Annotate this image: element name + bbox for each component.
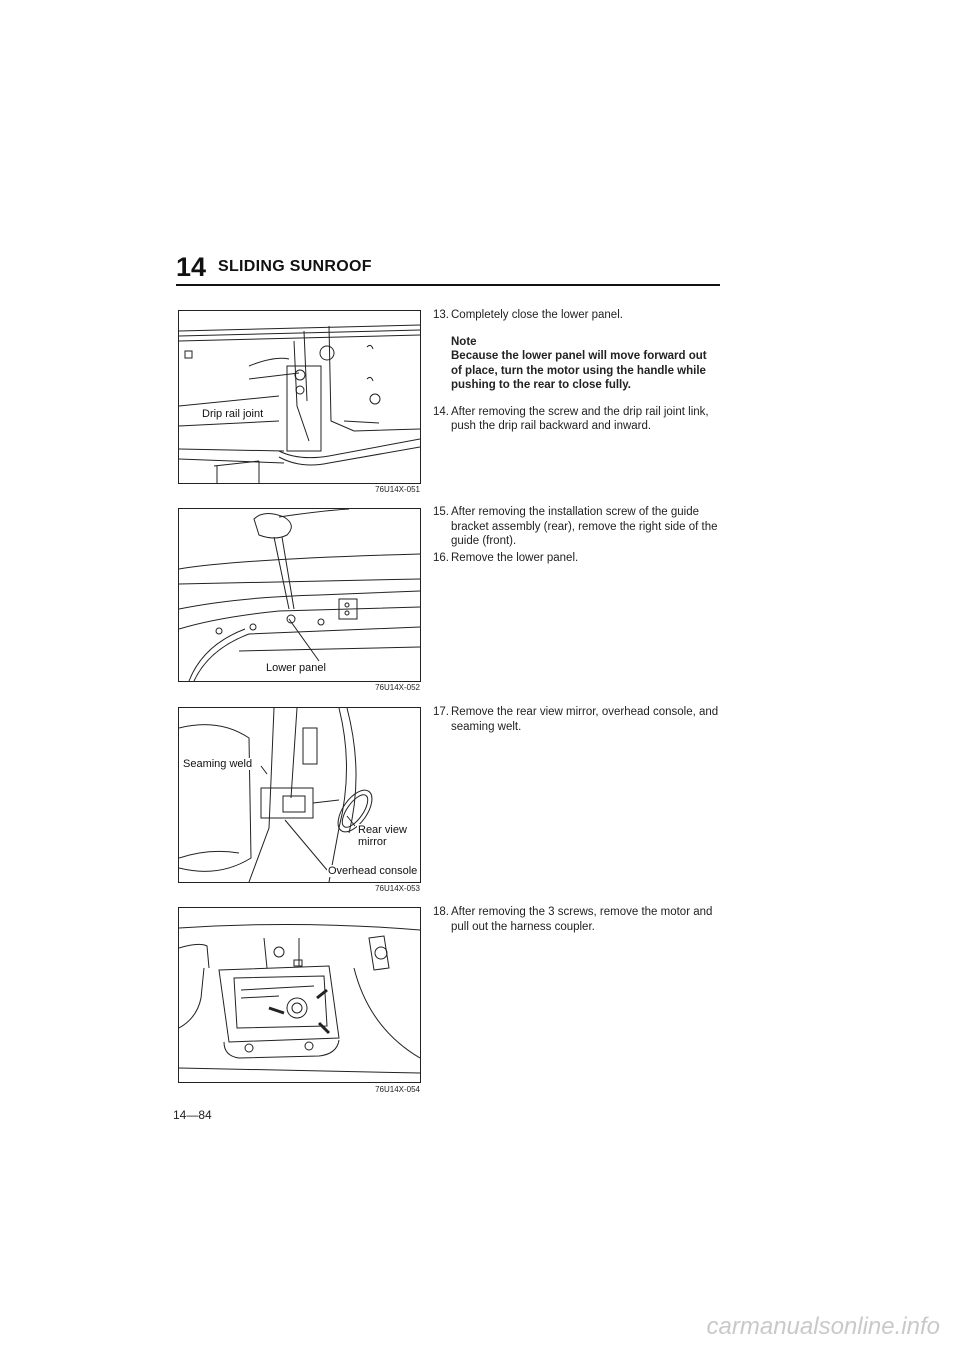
figure-mirror-console: Seaming weld Rear view mirror Overhead c…: [178, 707, 421, 883]
step-14: 14. After removing the screw and the dri…: [433, 405, 709, 433]
label-rear-view-mirror: Rear view mirror: [357, 824, 408, 848]
note-text: Because the lower panel will move forwar…: [451, 350, 707, 391]
figure-code: 76U14X-053: [375, 884, 420, 893]
figure-code: 76U14X-051: [375, 485, 420, 494]
label-overhead-console: Overhead console: [327, 865, 419, 877]
steps-block-1: 13. Completely close the lower panel. No…: [433, 308, 720, 444]
note-title: Note: [451, 335, 477, 348]
steps-block-3: 17. Remove the rear view mirror, overhea…: [433, 705, 720, 744]
header-rule: [176, 284, 720, 286]
figure-motor: [178, 907, 421, 1083]
step-16: 16. Remove the lower panel.: [433, 551, 579, 564]
step-17: 17. Remove the rear view mirror, overhea…: [433, 706, 719, 733]
step-15: 15. After removing the installation scre…: [433, 506, 718, 547]
section-title: SLIDING SUNROOF: [218, 258, 372, 275]
section-number: 14: [176, 252, 207, 282]
page-header: 14 SLIDING SUNROOF: [176, 252, 720, 288]
step-18: 18. After removing the 3 screws, remove …: [433, 906, 713, 933]
figure-lower-panel: Lower panel: [178, 508, 421, 682]
page-number: 14—84: [173, 1108, 212, 1122]
lower-panel-illustration: [179, 509, 420, 681]
label-drip-rail-joint: Drip rail joint: [201, 408, 265, 420]
label-lower-panel: Lower panel: [265, 662, 327, 674]
drip-rail-illustration: [179, 324, 420, 483]
figure-code: 76U14X-054: [375, 1085, 420, 1094]
note: Note Because the lower panel will move f…: [451, 335, 720, 393]
steps-block-2: 15. After removing the installation scre…: [433, 505, 720, 575]
mirror-console-illustration: [179, 708, 373, 882]
motor-illustration: [179, 923, 420, 1074]
step-13: 13. Completely close the lower panel.: [433, 309, 623, 321]
label-seaming-weld: Seaming weld: [182, 758, 254, 770]
figure-code: 76U14X-052: [375, 683, 420, 692]
figure-drip-rail-joint: Drip rail joint: [178, 310, 421, 484]
steps-block-4: 18. After removing the 3 screws, remove …: [433, 905, 720, 944]
watermark: carmanualsonline.info: [706, 1313, 940, 1340]
